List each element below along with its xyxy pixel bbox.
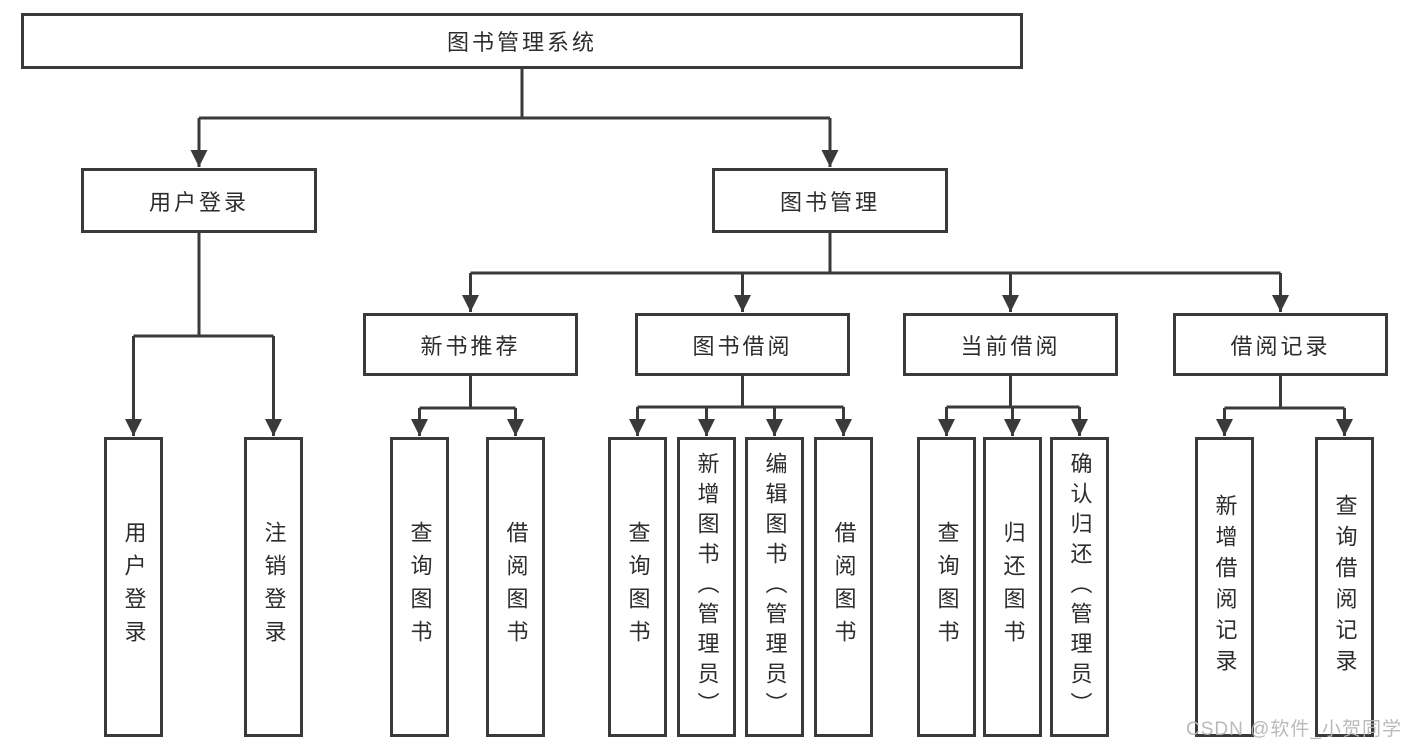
leaf-add-books-admin: 新增图书（管理员）: [677, 437, 736, 737]
rail-book-borrowing-children: [637, 376, 844, 409]
rail-user-login-children: [133, 233, 274, 338]
leaf-borrow-books-recommend: 借阅图书: [486, 437, 545, 737]
rail-borrowing-records-children: [1224, 376, 1345, 410]
node-user-login: 用户登录: [81, 168, 317, 233]
node-current-borrowing: 当前借阅: [903, 313, 1118, 376]
leaf-confirm-return-admin: 确认归还（管理员）: [1050, 437, 1109, 737]
leaf-borrow-books: 借阅图书: [814, 437, 873, 737]
node-book-management: 图书管理: [712, 168, 948, 233]
node-root: 图书管理系统: [21, 13, 1023, 69]
leaf-query-books-borrowing: 查询图书: [608, 437, 667, 737]
leaf-logout: 注销登录: [244, 437, 303, 737]
leaf-add-borrow-record: 新增借阅记录: [1195, 437, 1254, 737]
leaf-return-books: 归还图书: [983, 437, 1042, 737]
csdn-watermark: CSDN @软件_小贺同学: [1186, 719, 1402, 740]
rail-new-book-children: [419, 376, 516, 410]
rail-current-borrowing-children: [946, 376, 1080, 409]
leaf-user-login: 用户登录: [104, 437, 163, 737]
node-borrowing-records: 借阅记录: [1173, 313, 1388, 376]
node-book-borrowing: 图书借阅: [635, 313, 850, 376]
leaf-query-borrow-record: 查询借阅记录: [1315, 437, 1374, 737]
leaf-query-books-current: 查询图书: [917, 437, 976, 737]
node-new-book-recommend: 新书推荐: [363, 313, 578, 376]
leaf-edit-books-admin: 编辑图书（管理员）: [745, 437, 804, 737]
leaf-query-books-recommend: 查询图书: [390, 437, 449, 737]
rail-root-to-level2: [199, 69, 830, 120]
rail-book-management-children: [470, 233, 1281, 275]
